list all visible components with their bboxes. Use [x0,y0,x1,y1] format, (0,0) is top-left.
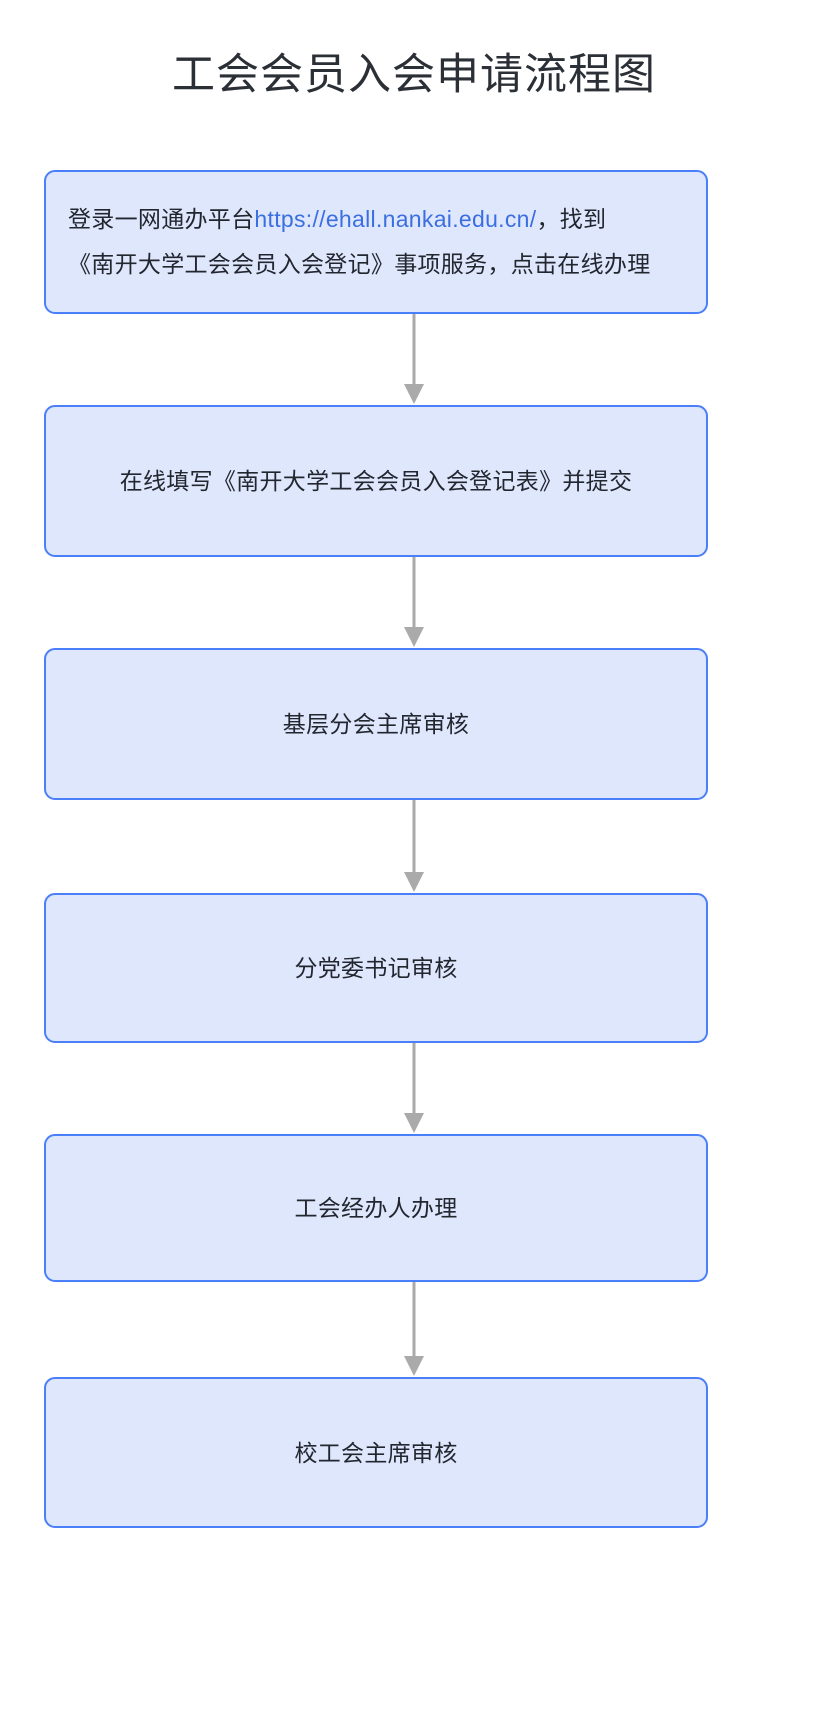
arrow-down-icon [399,557,429,648]
flow-node-step2[interactable]: 在线填写《南开大学工会会员入会登记表》并提交 [44,405,708,557]
step1-line1-prefix: 登录一网通办平台 [68,206,255,232]
flow-node-step5-text: 工会经办人办理 [294,1195,458,1221]
step1-line2: 《南开大学工会会员入会登记》事项服务，点击在线办理 [68,251,651,277]
flow-node-step3-text: 基层分会主席审核 [282,711,470,737]
flow-node-step2-text: 在线填写《南开大学工会会员入会登记表》并提交 [119,468,633,494]
arrow-down-icon [399,1043,429,1134]
page-title: 工会会员入会申请流程图 [172,51,656,99]
flow-node-step3[interactable]: 基层分会主席审核 [44,648,708,800]
ehall-platform-link[interactable]: https://ehall.nankai.edu.cn/ [254,206,537,232]
arrow-down-icon [399,314,429,405]
flow-node-step1[interactable]: 登录一网通办平台https://ehall.nankai.edu.cn/，找到 … [44,170,708,314]
flow-node-step4[interactable]: 分党委书记审核 [44,893,708,1043]
arrow-down-icon [399,800,429,893]
flow-node-step1-text: 登录一网通办平台https://ehall.nankai.edu.cn/，找到 … [46,197,673,287]
step1-line1-suffix: ，找到 [536,206,607,232]
flow-node-step5[interactable]: 工会经办人办理 [44,1134,708,1282]
flow-node-step6[interactable]: 校工会主席审核 [44,1377,708,1528]
flow-node-step6-text: 校工会主席审核 [294,1439,458,1466]
flow-node-step4-text: 分党委书记审核 [294,955,458,981]
arrow-down-icon [399,1282,429,1377]
